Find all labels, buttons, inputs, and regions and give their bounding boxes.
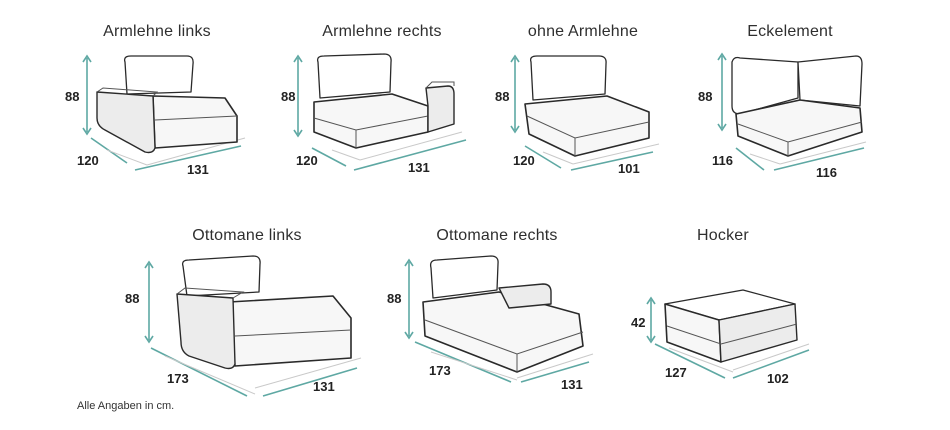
depth-label: 127 (665, 365, 687, 380)
height-label: 88 (698, 89, 713, 104)
width-label: 101 (618, 161, 640, 176)
height-label: 88 (125, 291, 140, 306)
width-label: 131 (313, 379, 335, 394)
hocker-drawing (646, 289, 810, 379)
depth-label: 173 (167, 371, 189, 386)
module-armlehne-rechts: Armlehne rechts 88 120 131 (272, 20, 492, 220)
depth-label: 116 (712, 153, 733, 168)
module-eckelement: Eckelement 88 116 116 (680, 20, 900, 220)
armlehne-rechts-drawing (293, 53, 467, 171)
module-title: Ottomane links (192, 227, 302, 244)
module-hocker: Hocker 42 127 102 (613, 222, 833, 422)
width-label: 116 (816, 165, 837, 180)
ottomane-links-drawing (144, 255, 362, 397)
module-title: Armlehne links (103, 23, 211, 40)
ohne-armlehne-drawing (510, 54, 660, 171)
module-armlehne-links: Armlehne links 88 120 131 (47, 20, 267, 220)
module-title: Ottomane rechts (436, 227, 558, 244)
width-label: 131 (187, 162, 209, 177)
module-ohne-armlehne: ohne Armlehne 88 120 101 (473, 20, 693, 220)
module-title: ohne Armlehne (527, 23, 639, 40)
module-title: Eckelement (747, 23, 833, 40)
eckelement-drawing (717, 52, 867, 171)
armlehne-links-drawing (82, 54, 246, 171)
depth-label: 120 (296, 153, 318, 168)
depth-label: 173 (429, 363, 451, 378)
width-label: 131 (561, 377, 583, 392)
module-ottomane-rechts: Ottomane rechts 88 173 131 (387, 222, 607, 422)
footnote: Alle Angaben in cm. (77, 400, 175, 412)
height-label: 88 (281, 89, 296, 104)
depth-label: 120 (77, 153, 99, 168)
height-label: 42 (631, 315, 646, 330)
height-label: 88 (387, 291, 402, 306)
module-title: Hocker (697, 227, 749, 244)
module-title: Armlehne rechts (322, 23, 442, 40)
ottomane-rechts-drawing (404, 255, 594, 383)
height-label: 88 (495, 89, 510, 104)
width-label: 131 (408, 160, 430, 175)
width-label: 102 (767, 371, 789, 386)
module-ottomane-links: Ottomane links 88 173 131 (125, 222, 362, 422)
depth-label: 120 (513, 153, 535, 168)
width-dim-line (134, 145, 242, 171)
height-label: 88 (65, 89, 80, 104)
